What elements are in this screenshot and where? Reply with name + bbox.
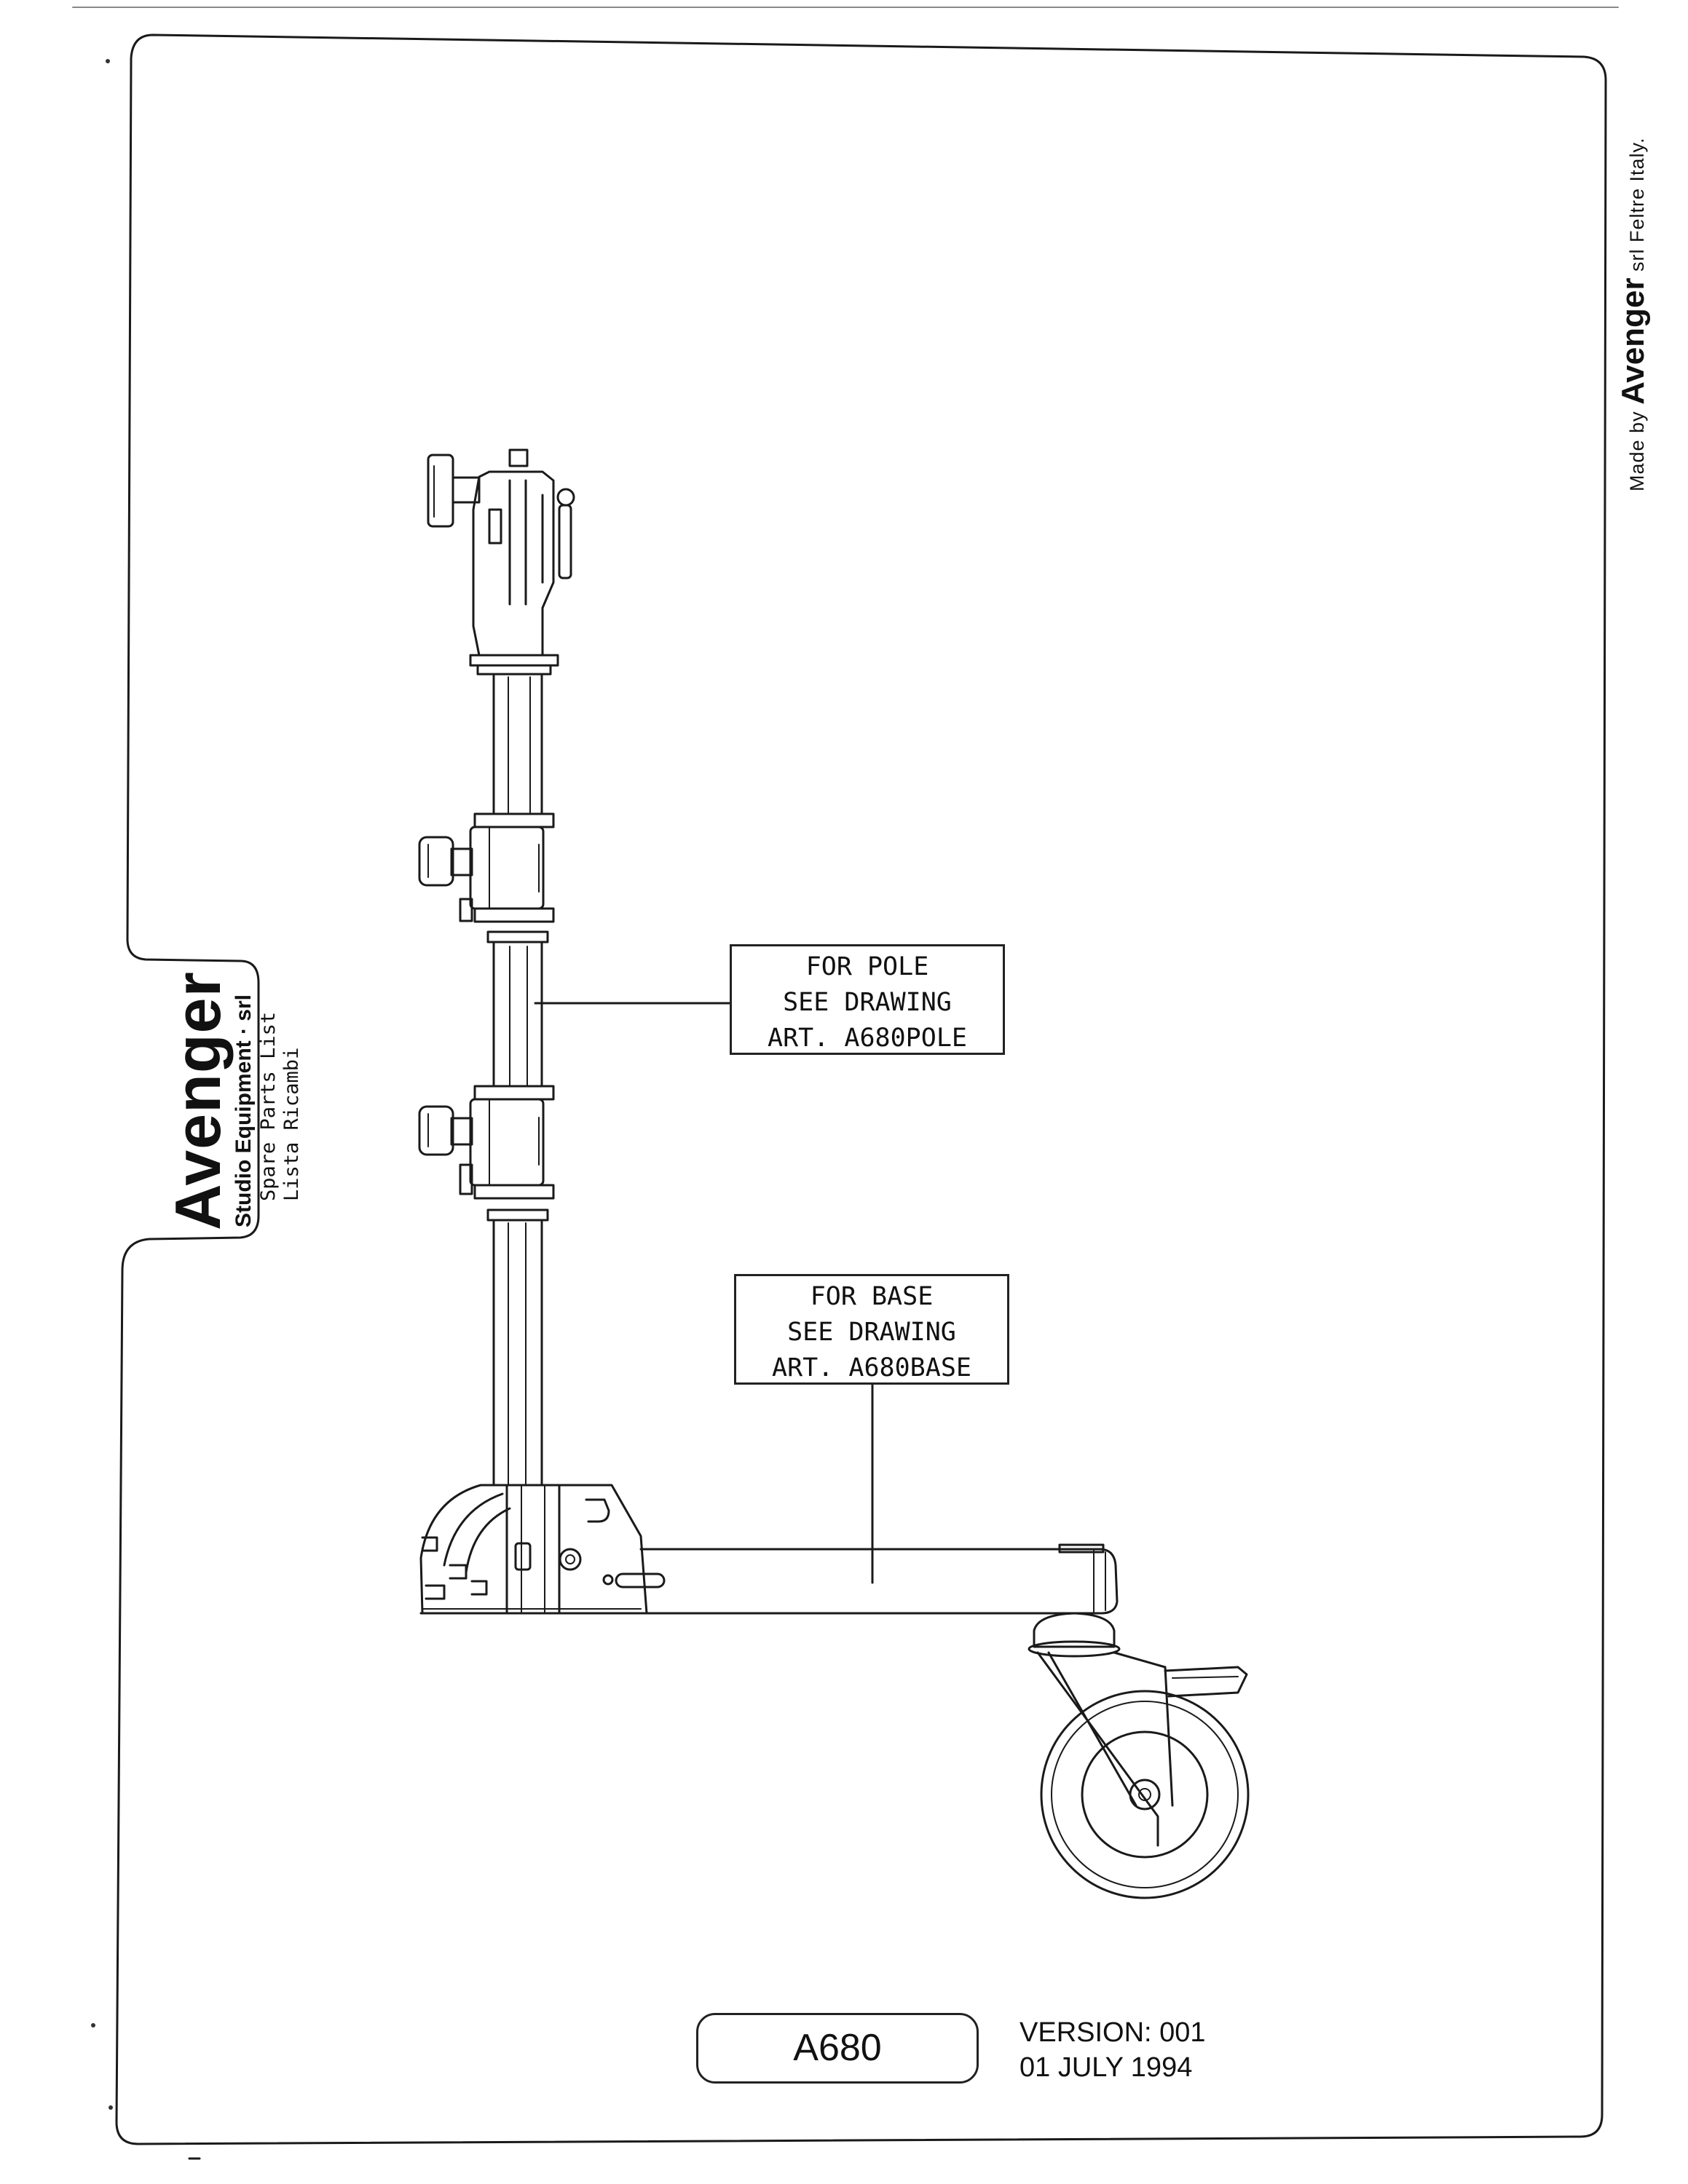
base-callout-line-1: FOR BASE	[810, 1282, 934, 1311]
credit-brand: Avenger	[1615, 277, 1651, 405]
pole-callout-line-2: SEE DRAWING	[783, 988, 952, 1017]
pole-callout-box: FOR POLE SEE DRAWING ART. A680POLE	[730, 944, 1005, 1055]
base-callout-line-2: SEE DRAWING	[787, 1318, 956, 1347]
manufacturer-credit: Made by Avenger srl Feltre Italy.	[1615, 137, 1652, 491]
base-callout-line-3: ART. A680BASE	[772, 1353, 971, 1382]
pole-callout-line-1: FOR POLE	[805, 952, 929, 981]
tab-company: Studio Equipment · srl	[232, 994, 256, 1227]
scan-speck	[106, 59, 110, 63]
credit-prefix: Made by	[1626, 411, 1648, 491]
caster-wheel	[1028, 1612, 1250, 1899]
pole-callout-line-3: ART. A680POLE	[768, 1024, 967, 1053]
tab-label: Avenger Studio Equipment · srl Spare Par…	[162, 971, 303, 1230]
tab-lista-ricambi: Lista Ricambi	[280, 1047, 303, 1201]
version-info: VERSION: 001 01 JULY 1994	[1019, 2015, 1206, 2085]
scan-speck	[109, 2105, 113, 2110]
pole-sections	[418, 673, 555, 1487]
version-number: VERSION: 001	[1019, 2017, 1206, 2048]
tab-spare-parts-list: Spare Parts List	[257, 1011, 280, 1201]
base-callout-box: FOR BASE SEE DRAWING ART. A680BASE	[734, 1274, 1009, 1385]
credit-suffix: srl Feltre Italy.	[1626, 137, 1648, 272]
model-number-box: A680	[696, 2013, 979, 2084]
scan-speck	[91, 2023, 95, 2027]
head-assembly	[427, 448, 575, 676]
base-assembly	[419, 1484, 1119, 1615]
version-date: 01 JULY 1994	[1019, 2052, 1193, 2083]
sheet-border	[115, 33, 1607, 2145]
tab-brand: Avenger	[162, 971, 234, 1230]
